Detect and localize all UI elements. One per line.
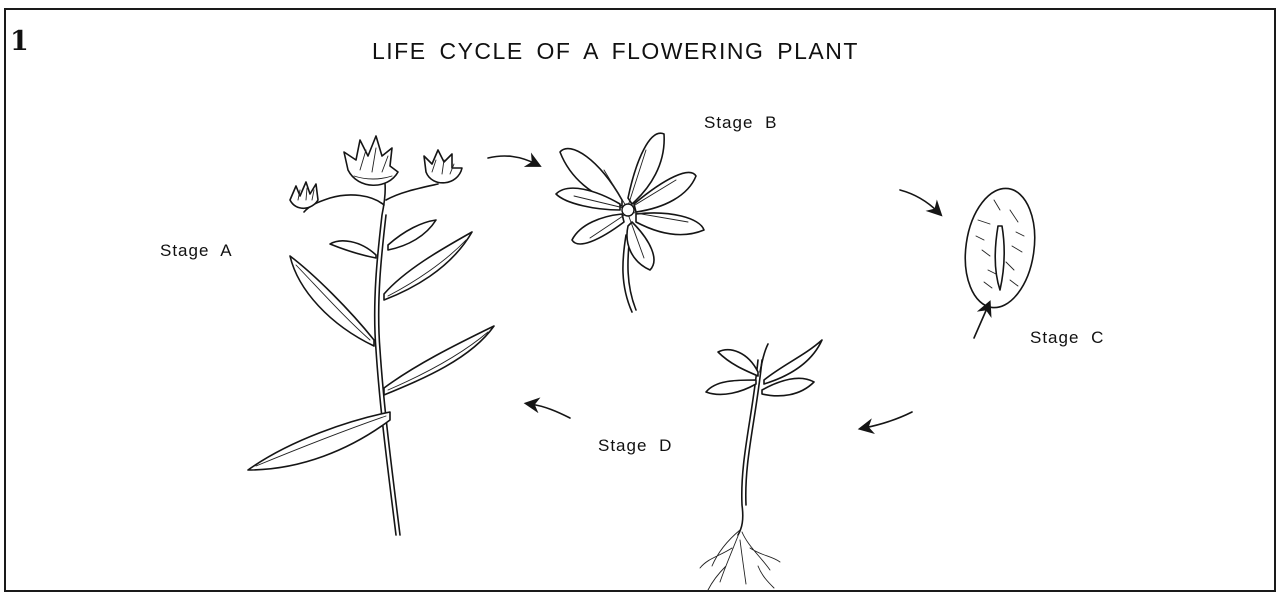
- stage-a-plant-illustration: [248, 136, 494, 535]
- arrow-c-to-d: [864, 412, 912, 428]
- arrow-d-to-a: [530, 404, 570, 418]
- stage-c-seed-illustration: [958, 184, 1042, 338]
- arrow-a-to-b: [488, 156, 536, 164]
- stage-d-seedling-illustration: [700, 340, 822, 590]
- stage-b-flower-illustration: [556, 133, 704, 312]
- arrow-b-to-c: [900, 190, 938, 212]
